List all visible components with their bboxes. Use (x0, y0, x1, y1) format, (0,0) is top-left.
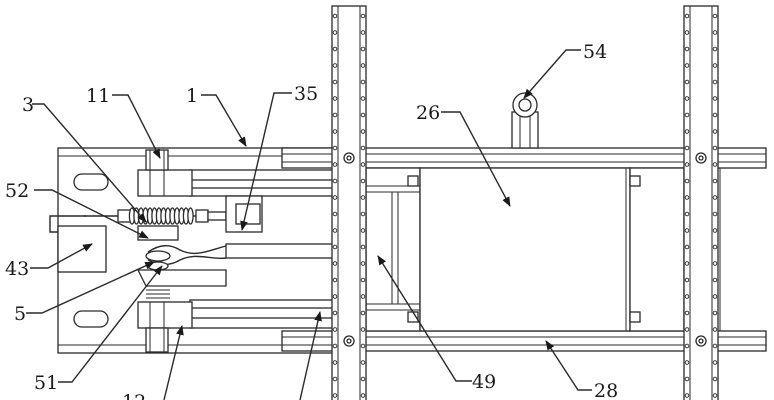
label-11: 11 (86, 85, 110, 107)
label-49: 49 (472, 371, 496, 393)
label-12: 12 (122, 391, 146, 400)
post-1 (331, 5, 367, 400)
label-5: 5 (14, 303, 26, 325)
label-51: 51 (34, 372, 58, 394)
label-35: 35 (294, 83, 318, 105)
label-1: 1 (186, 85, 198, 107)
label-28: 28 (594, 380, 618, 400)
label-3: 3 (22, 94, 34, 116)
inner-frame (365, 167, 421, 332)
spring-coil (128, 207, 194, 225)
lifting-ring (511, 92, 539, 149)
label-26: 26 (416, 102, 440, 124)
label-52: 52 (5, 180, 29, 202)
post-2 (683, 5, 719, 400)
perforated-posts (331, 5, 719, 400)
label-54: 54 (583, 41, 607, 63)
leader-lines (26, 49, 592, 400)
label-43: 43 (5, 258, 29, 280)
box-body (419, 167, 721, 332)
part-labels: 3 11 1 35 52 43 5 51 12 26 54 49 28 (5, 41, 618, 400)
